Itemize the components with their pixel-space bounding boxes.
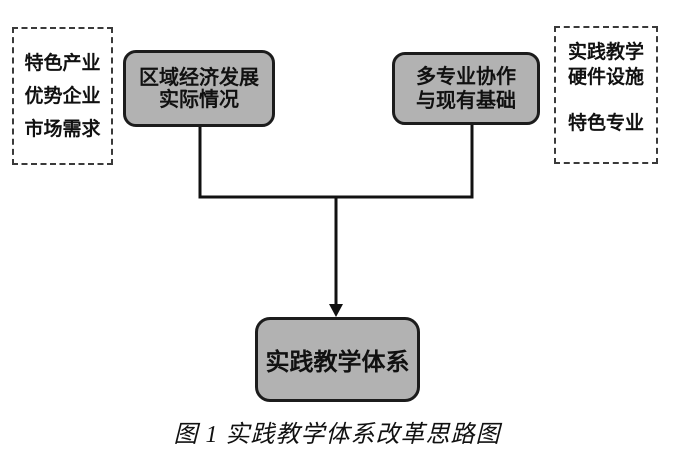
node-multi-major-line-2: 与现有基础 [416, 89, 516, 112]
left-dashed-line-3: 市场需求 [24, 118, 101, 140]
node-region-economy: 区域经济发展 实际情况 [123, 50, 275, 127]
right-dashed-line-3: 特色专业 [567, 113, 644, 134]
left-dashed-line-2: 优势企业 [24, 85, 101, 107]
connector-path [198, 124, 474, 307]
node-practice-system-label: 实践教学体系 [265, 349, 410, 376]
node-multi-major-line-1: 多专业协作 [416, 65, 516, 88]
node-region-economy-line-1: 区域经济发展 [139, 66, 259, 89]
right-dashed-line-1: 实践教学 [567, 42, 644, 63]
right-dashed-box: 实践教学 硬件设施 特色专业 [554, 26, 658, 164]
node-practice-system: 实践教学体系 [255, 317, 420, 402]
left-dashed-box: 特色产业 优势企业 市场需求 [12, 27, 113, 165]
node-multi-major: 多专业协作 与现有基础 [392, 52, 540, 125]
left-dashed-line-1: 特色产业 [24, 52, 101, 74]
node-region-economy-line-2: 实际情况 [159, 88, 239, 111]
arrow-down-icon [329, 304, 343, 317]
figure-caption: 图 1 实践教学体系改革思路图 [173, 422, 501, 448]
right-dashed-line-2: 硬件设施 [567, 67, 644, 88]
